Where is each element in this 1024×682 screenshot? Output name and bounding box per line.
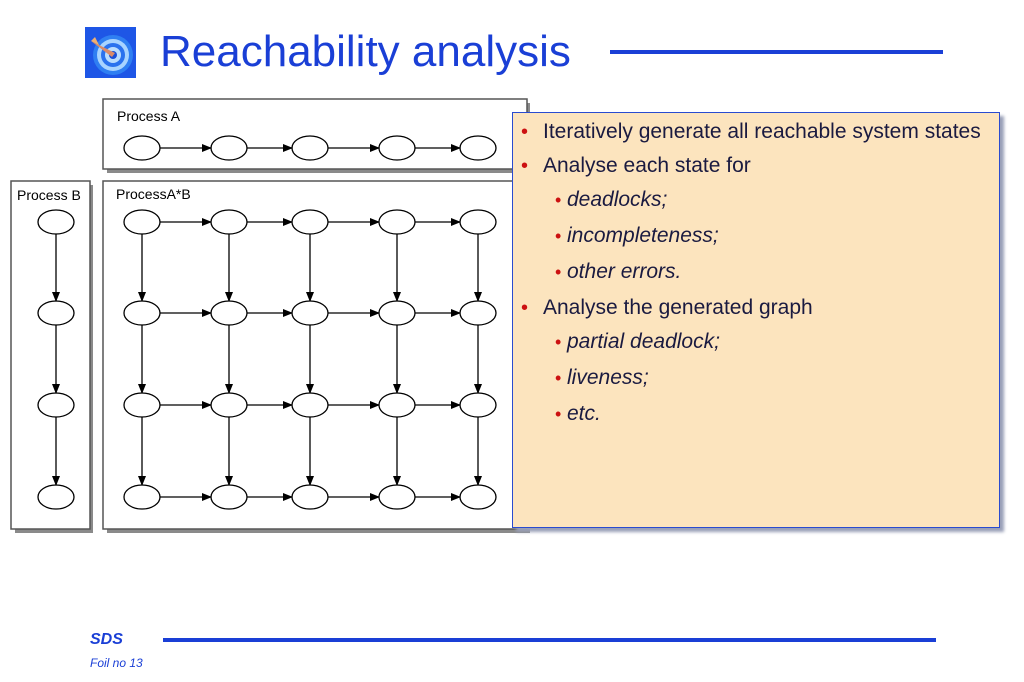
target-logo-icon: [85, 27, 136, 78]
bullet-dot: •: [555, 368, 562, 388]
bullet-item: • Analyse each state for: [513, 153, 999, 179]
product-state: [291, 484, 329, 510]
product-state: [459, 209, 497, 235]
bullet-panel: • Iteratively generate all reachable sys…: [512, 112, 1000, 528]
bullet-dot: •: [555, 262, 562, 282]
sub-bullet-item: • etc.: [513, 401, 999, 427]
title-rule: [610, 50, 943, 54]
process-b-state: [37, 209, 75, 235]
bullet-item: • Iteratively generate all reachable sys…: [513, 119, 999, 145]
product-state: [210, 392, 248, 418]
process-a-state: [459, 135, 497, 161]
product-state: [210, 484, 248, 510]
footer-foil-number: Foil no 13: [90, 656, 143, 670]
bullet-dot: •: [521, 155, 529, 177]
sub-bullet-item: • other errors.: [513, 259, 999, 285]
product-state: [210, 209, 248, 235]
sub-bullet-text: etc.: [567, 402, 601, 425]
bullet-dot: •: [555, 226, 562, 246]
process-b-box: [10, 180, 91, 530]
product-state: [291, 300, 329, 326]
product-state: [123, 300, 161, 326]
process-a-state: [123, 135, 161, 161]
sub-bullet-text: liveness;: [567, 366, 649, 389]
footer-rule: [163, 638, 936, 642]
bullet-item: • Analyse the generated graph: [513, 295, 999, 321]
sub-bullet-item: • incompleteness;: [513, 223, 999, 249]
page-title: Reachability analysis: [160, 27, 571, 76]
product-state: [123, 209, 161, 235]
bullet-text: Analyse the generated graph: [543, 296, 813, 319]
product-state: [123, 392, 161, 418]
process-a-state: [378, 135, 416, 161]
process-b-state: [37, 484, 75, 510]
sub-bullet-item: • liveness;: [513, 365, 999, 391]
product-state: [378, 209, 416, 235]
sub-bullet-text: deadlocks;: [567, 188, 668, 211]
product-state: [459, 300, 497, 326]
product-state: [378, 392, 416, 418]
process-b-state: [37, 392, 75, 418]
process-a-state: [291, 135, 329, 161]
process-a-label: Process A: [117, 108, 181, 124]
product-box: [102, 180, 528, 530]
product-state: [378, 300, 416, 326]
bullet-dot: •: [521, 121, 529, 143]
product-label: ProcessA*B: [116, 186, 191, 202]
footer-brand: SDS: [90, 631, 123, 648]
process-a-state: [210, 135, 248, 161]
product-state: [459, 392, 497, 418]
product-state: [378, 484, 416, 510]
process-b-state: [37, 300, 75, 326]
product-state: [291, 209, 329, 235]
product-state: [291, 392, 329, 418]
product-state: [210, 300, 248, 326]
sub-bullet-text: incompleteness;: [567, 224, 719, 247]
sub-bullet-text: partial deadlock;: [567, 330, 720, 353]
bullet-dot: •: [555, 404, 562, 424]
sub-bullet-item: • deadlocks;: [513, 187, 999, 213]
product-state: [459, 484, 497, 510]
process-b-label: Process B: [17, 187, 81, 203]
bullet-text: Iteratively generate all reachable syste…: [543, 120, 981, 143]
bullet-dot: •: [521, 297, 529, 319]
sub-bullet-text: other errors.: [567, 260, 682, 283]
bullet-dot: •: [555, 190, 562, 210]
bullet-text: Analyse each state for: [543, 154, 751, 177]
product-state: [123, 484, 161, 510]
bullet-dot: •: [555, 332, 562, 352]
sub-bullet-item: • partial deadlock;: [513, 329, 999, 355]
